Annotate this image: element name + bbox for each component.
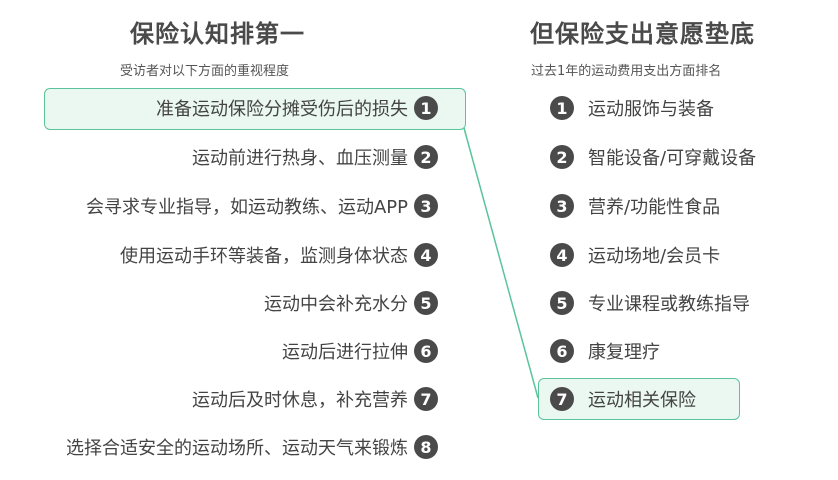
left-item-label: 运动后进行拉伸 [282,342,408,363]
left-item-1: 准备运动保险分摊受伤后的损失 1 [156,88,438,128]
left-item-label: 运动中会补充水分 [264,294,408,315]
rank-badge: 6 [550,339,574,363]
right-item-label: 运动服饰与装备 [588,99,714,120]
left-item-label: 会寻求专业指导，如运动教练、运动APP [85,197,408,218]
right-item-5: 5 专业课程或教练指导 [550,283,750,323]
rank-badge: 6 [414,339,438,363]
right-item-label: 运动场地/会员卡 [588,246,721,267]
left-item-8: 选择合适安全的运动场所、运动天气来锻炼 8 [66,427,438,467]
left-item-4: 使用运动手环等装备，监测身体状态 4 [120,235,438,275]
left-item-3: 会寻求专业指导，如运动教练、运动APP 3 [86,186,438,226]
right-item-4: 4 运动场地/会员卡 [550,235,720,275]
right-title: 但保险支出意愿垫底 [530,20,755,48]
left-title: 保险认知排第一 [130,20,305,48]
rank-badge: 2 [550,145,574,169]
right-item-label: 康复理疗 [588,342,660,363]
right-item-6: 6 康复理疗 [550,331,660,371]
rank-badge: 1 [550,96,574,120]
connector-path [463,127,539,399]
rank-badge: 8 [414,435,438,459]
left-item-7: 运动后及时休息，补充营养 7 [192,379,438,419]
right-item-2: 2 智能设备/可穿戴设备 [550,137,756,177]
rank-badge: 4 [550,243,574,267]
right-item-3: 3 营养/功能性食品 [550,186,720,226]
rank-badge: 5 [414,291,438,315]
left-item-label: 选择合适安全的运动场所、运动天气来锻炼 [66,438,408,459]
right-item-7: 7 运动相关保险 [550,379,696,419]
left-item-label: 准备运动保险分摊受伤后的损失 [156,99,408,120]
right-item-label: 营养/功能性食品 [588,197,721,218]
right-subtitle: 过去1年的运动费用支出方面排名 [531,64,722,79]
right-item-label: 运动相关保险 [588,390,696,411]
right-item-1: 1 运动服饰与装备 [550,88,714,128]
highlight-right-insurance [538,378,740,420]
right-item-label: 智能设备/可穿戴设备 [588,148,757,169]
left-item-6: 运动后进行拉伸 6 [282,331,438,371]
left-subtitle: 受访者对以下方面的重视程度 [120,64,290,79]
left-item-2: 运动前进行热身、血压测量 2 [192,137,438,177]
left-item-label: 运动后及时休息，补充营养 [192,390,408,411]
left-item-label: 使用运动手环等装备，监测身体状态 [120,246,408,267]
left-item-label: 运动前进行热身、血压测量 [192,148,408,169]
rank-badge: 7 [550,387,574,411]
rank-badge: 1 [414,96,438,120]
rank-badge: 7 [414,387,438,411]
rank-badge: 3 [414,194,438,218]
rank-badge: 2 [414,145,438,169]
highlight-left-insurance [44,88,466,130]
right-item-label: 专业课程或教练指导 [588,294,750,315]
rank-badge: 4 [414,243,438,267]
rank-badge: 3 [550,194,574,218]
rank-badge: 5 [550,291,574,315]
left-item-5: 运动中会补充水分 5 [264,283,438,323]
